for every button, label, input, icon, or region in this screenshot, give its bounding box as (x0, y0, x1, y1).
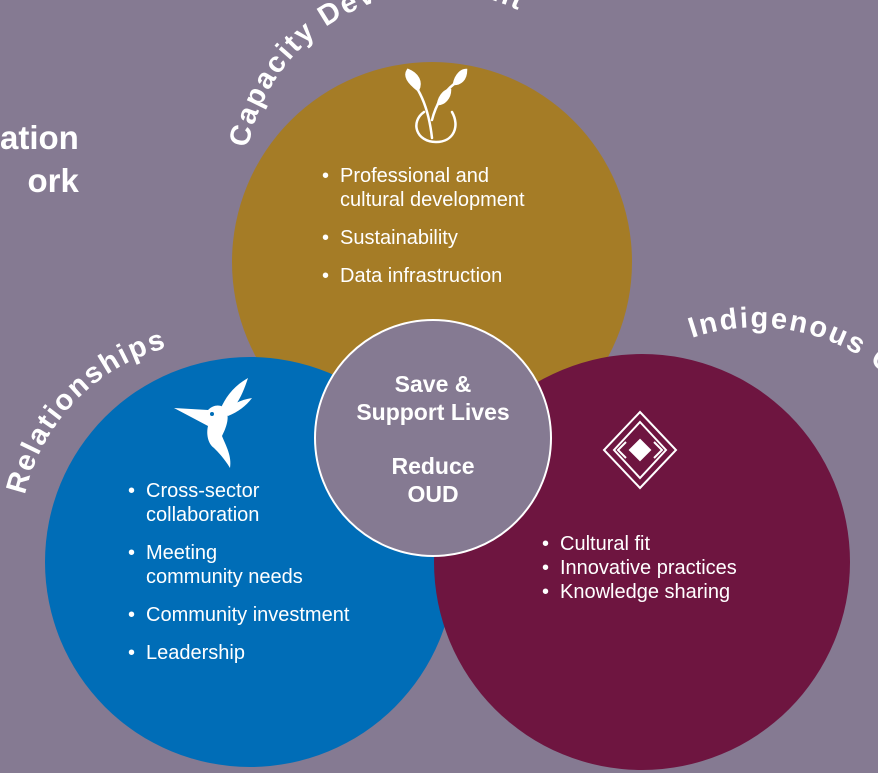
outcome-reduce-oud: Reduce OUD (391, 453, 475, 507)
diamond-pattern-icon (602, 410, 678, 490)
relationships-bullet-list: Cross-sector collaboration Meeting commu… (124, 479, 424, 665)
list-item: Innovative practices (538, 556, 828, 580)
framework-title-fragment: ation ork (0, 119, 79, 199)
list-item: Meeting community needs (124, 541, 424, 589)
outcome-save-support-lives: Save & Support Lives (356, 371, 510, 425)
capacity-bullet-list: Professional and cultural development Su… (318, 164, 608, 288)
list-item: Cross-sector collaboration (124, 479, 424, 527)
list-item: Knowledge sharing (538, 580, 828, 604)
hummingbird-icon (174, 378, 252, 468)
list-item: Sustainability (318, 226, 608, 250)
leaf-sprout-icon (405, 68, 468, 144)
capacity-circle (232, 62, 632, 462)
list-item: Cultural fit (538, 532, 828, 556)
list-item: Professional and cultural development (318, 164, 608, 212)
list-item: Leadership (124, 641, 424, 665)
list-item: Community investment (124, 603, 424, 627)
praxis-bullet-list: Cultural fit Innovative practices Knowle… (538, 532, 828, 604)
list-item: Data infrastruction (318, 264, 608, 288)
